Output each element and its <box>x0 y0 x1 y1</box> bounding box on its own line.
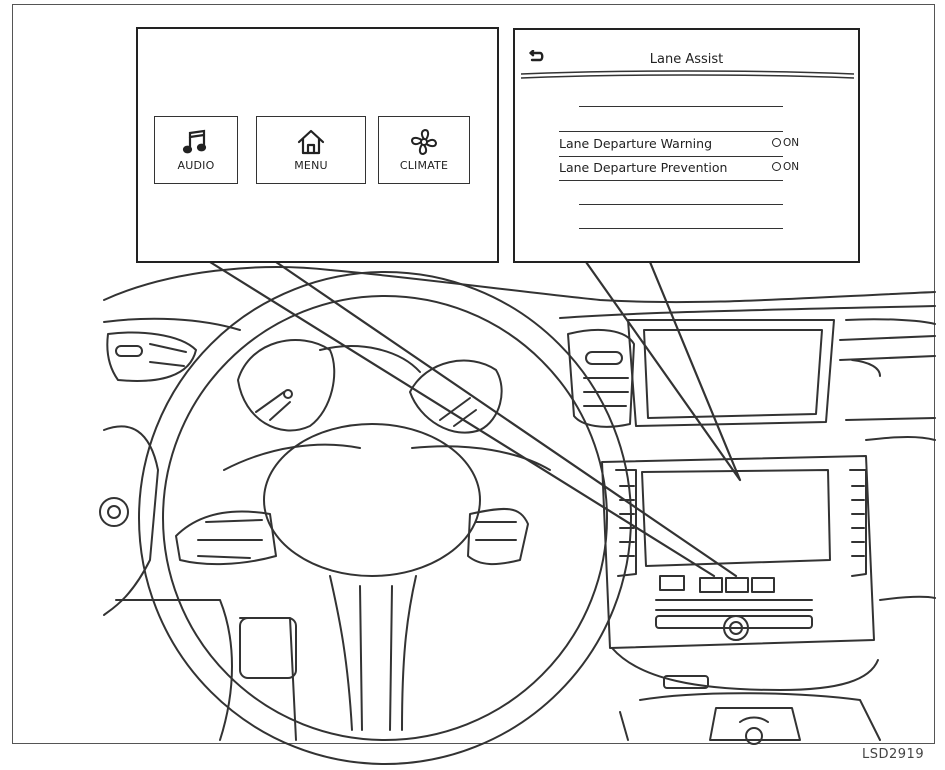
knee-panel <box>239 617 297 679</box>
audio-button[interactable]: AUDIO <box>154 116 238 184</box>
toggle-state: ON <box>783 137 800 149</box>
left-lower-panel <box>115 599 297 741</box>
right-dash-sweep <box>865 436 936 601</box>
right-spoke <box>467 507 529 566</box>
toggle-state: ON <box>783 161 800 173</box>
controls-callout: AUDIO MENU CLIMATE <box>136 27 499 263</box>
steering-wheel <box>138 271 632 765</box>
left-spoke <box>175 510 277 566</box>
lane-departure-prevention-label[interactable]: Lane Departure Prevention <box>559 160 728 175</box>
left-knob <box>99 497 129 527</box>
back-arrow-icon[interactable] <box>529 50 545 64</box>
dashboard-outline <box>103 266 936 304</box>
climate-button-label: CLIMATE <box>399 159 449 172</box>
lane-assist-callout: Lane Assist Lane Departure Warning ON La… <box>513 28 860 263</box>
left-air-vent <box>106 331 197 382</box>
figure-code: LSD2919 <box>862 747 925 762</box>
left-callout-pointer <box>208 260 738 578</box>
upper-display <box>627 319 835 427</box>
list-divider <box>559 131 783 132</box>
center-vent-left <box>567 328 635 428</box>
screen-title: Lane Assist <box>649 52 724 67</box>
audio-button-label: AUDIO <box>177 159 215 172</box>
climate-button[interactable]: CLIMATE <box>378 116 470 184</box>
dashboard-lower-contour <box>103 317 241 331</box>
dashboard-right-contour <box>559 305 936 319</box>
menu-button-label: MENU <box>294 159 328 172</box>
right-air-vent <box>839 318 936 421</box>
lower-console <box>619 675 881 745</box>
header-divider <box>520 70 855 79</box>
home-icon <box>297 129 325 155</box>
lane-departure-prevention-toggle[interactable]: ON <box>772 161 799 173</box>
toggle-indicator-icon <box>772 162 781 171</box>
list-divider <box>579 106 783 107</box>
menu-button[interactable]: MENU <box>256 116 366 184</box>
list-divider <box>579 204 783 205</box>
music-note-icon <box>182 129 207 154</box>
lane-departure-warning-toggle[interactable]: ON <box>772 137 799 149</box>
left-door-trim <box>103 425 159 616</box>
toggle-indicator-icon <box>772 138 781 147</box>
center-console <box>601 455 879 691</box>
right-callout-pointer <box>584 260 742 482</box>
lower-spoke <box>329 575 417 731</box>
lane-departure-warning-label[interactable]: Lane Departure Warning <box>559 136 713 151</box>
list-divider <box>579 228 783 229</box>
instrument-cluster <box>237 339 503 434</box>
list-divider <box>559 156 783 157</box>
fan-icon <box>411 129 437 155</box>
list-divider <box>559 180 783 181</box>
